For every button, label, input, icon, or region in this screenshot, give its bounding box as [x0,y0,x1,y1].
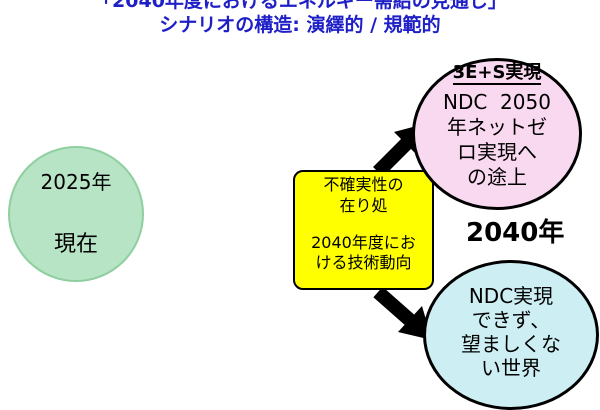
present-label: 現在 [53,232,98,257]
uncertainty-line-2: 在り処 [339,195,388,215]
scenario-top-heading: 3E+S実現 [452,62,542,85]
scenario-bottom-body: NDC実現 できず、 望ましくな い世界 [423,284,599,380]
uncertainty-line-3: 2040年度にお [311,232,416,252]
scenario-top-body: NDC 2050 年ネットゼ ロ実現へ の途上 [412,90,582,190]
scenario-top-circle [412,58,582,210]
scenario-bottom-line-1: NDC実現 [468,284,554,308]
scenario-top-line-3: ロ実現へ [457,140,537,164]
uncertainty-line-1: 不確実性の [323,175,404,194]
uncertainty-line-4: ける技術動向 [315,253,412,273]
uncertainty-box-text: 不確実性の 在り処 2040年度にお ける技術動向 [293,175,434,274]
title-line-1: 「2040年度におけるエネルギー需給の見通し」 [93,0,507,12]
scenario-bottom-circle [423,260,599,410]
title-line-2: シナリオの構造: 演繹的 / 規範的 [159,14,441,36]
scenario-bottom-line-2: できず、 [471,308,551,332]
scenario-top-line-1: NDC 2050 [443,90,551,114]
scenario-bottom-line-4: い世界 [481,356,541,380]
scenario-bottom-line-3: 望ましくな [461,332,561,356]
present-circle [8,146,144,282]
present-year: 2025年 [40,170,112,194]
scenario-top-line-2: 年ネットゼ [447,115,547,139]
uncertainty-box [293,170,434,290]
scenario-top-line-4: の途上 [467,165,527,189]
year-2040-label: 2040年 [466,218,565,248]
